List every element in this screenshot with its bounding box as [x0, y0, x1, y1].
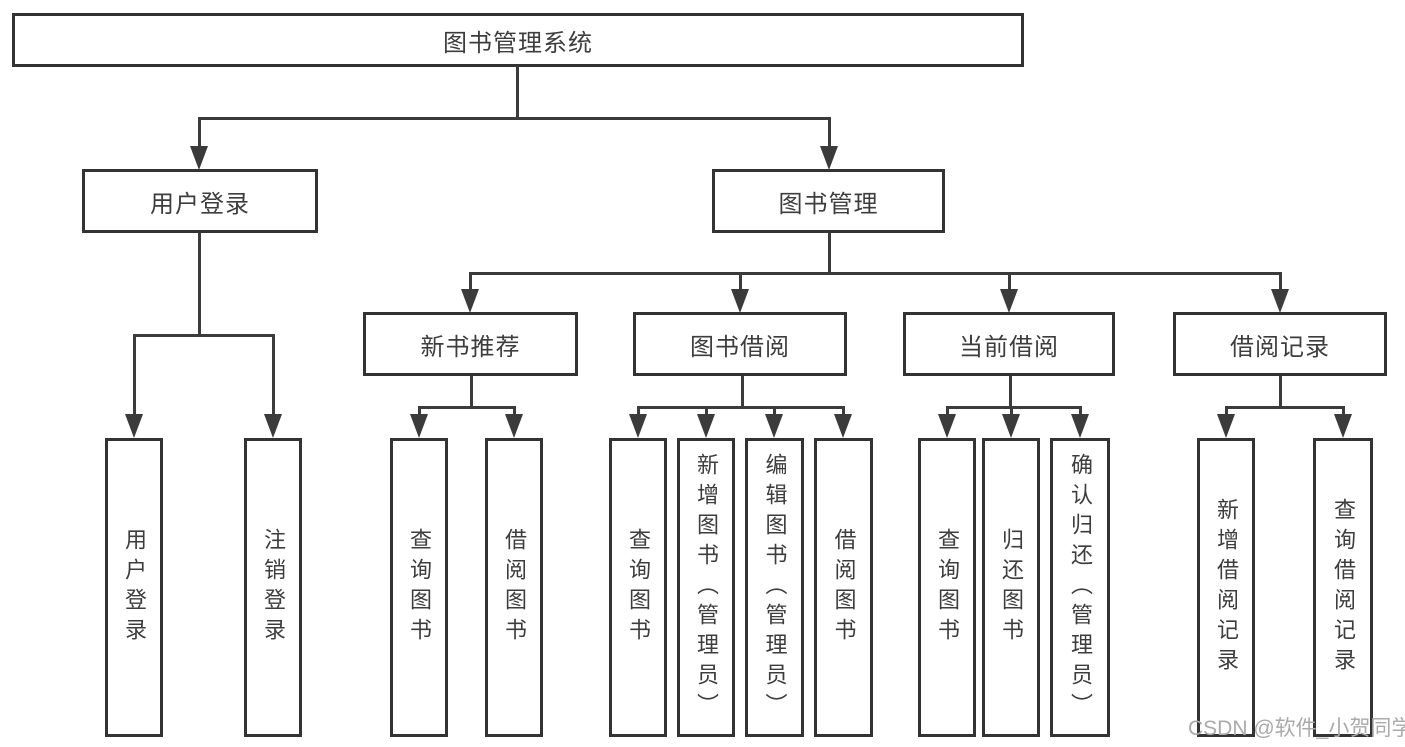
- node-records: 借阅记录: [1173, 312, 1387, 376]
- arrowhead-recommend: [461, 289, 479, 313]
- connector-drop-current: [1008, 272, 1011, 292]
- connector-drop-user-login: [133, 334, 136, 416]
- connector-drop-management: [828, 117, 831, 150]
- arrowhead-current: [1000, 289, 1018, 313]
- connector-recommend-branch: [418, 406, 516, 409]
- connector-level3-branch: [469, 272, 1282, 275]
- connector-drop-current-return: [1010, 406, 1013, 417]
- node-borrow: 图书借阅: [633, 312, 847, 376]
- arrowhead-records: [1271, 289, 1289, 313]
- connector-drop-records: [1279, 272, 1282, 292]
- connector-level2-branch: [198, 117, 831, 120]
- connector-drop-borrow-add: [705, 406, 708, 417]
- arrowhead-user-login: [125, 414, 143, 438]
- node-records-query: 查询借阅记录: [1313, 438, 1373, 737]
- node-current-confirm: 确认归还（管理员）: [1050, 438, 1110, 737]
- arrowhead-borrow-borrow: [834, 414, 852, 438]
- arrowhead-recommend-query: [410, 414, 428, 438]
- connector-drop-records-query: [1342, 406, 1345, 417]
- node-borrow-edit: 编辑图书（管理员）: [745, 438, 804, 737]
- connector-records-branch: [1225, 406, 1345, 409]
- connector-drop-borrow-edit: [773, 406, 776, 417]
- node-records-add: 新增借阅记录: [1197, 438, 1255, 737]
- connector-root-stem: [516, 66, 519, 119]
- arrowhead-recommend-borrow: [505, 414, 523, 438]
- node-recommend-borrow: 借阅图书: [485, 438, 543, 737]
- arrowhead-borrow-edit: [765, 414, 783, 438]
- arrowhead-login: [190, 146, 208, 170]
- csdn-watermark: CSDN @软件_小贺同学: [1188, 717, 1405, 740]
- arrowhead-borrow-query: [629, 414, 647, 438]
- connector-drop-current-query: [946, 406, 949, 417]
- connector-drop-current-confirm: [1079, 406, 1082, 417]
- connector-borrow-stem: [741, 376, 744, 408]
- arrowhead-borrow: [731, 289, 749, 313]
- arrowhead-records-add: [1217, 414, 1235, 438]
- node-current-return: 归还图书: [982, 438, 1040, 737]
- connector-recommend-stem: [470, 376, 473, 408]
- arrowhead-records-query: [1334, 414, 1352, 438]
- connector-drop-recommend: [469, 272, 472, 292]
- connector-login-stem: [198, 233, 201, 336]
- connector-current-stem: [1009, 376, 1012, 408]
- connector-drop-borrow-borrow: [842, 406, 845, 417]
- node-recommend: 新书推荐: [363, 312, 578, 376]
- node-borrow-borrow: 借阅图书: [814, 438, 873, 737]
- arrowhead-current-query: [938, 414, 956, 438]
- node-borrow-query: 查询图书: [609, 438, 667, 737]
- node-current-query: 查询图书: [918, 438, 976, 737]
- connector-drop-logout: [272, 334, 275, 416]
- node-management: 图书管理: [712, 169, 945, 233]
- connector-records-stem: [1279, 376, 1282, 408]
- node-logout: 注销登录: [244, 438, 302, 737]
- connector-login-branch: [133, 334, 275, 337]
- arrowhead-current-return: [1002, 414, 1020, 438]
- node-borrow-add: 新增图书（管理员）: [677, 438, 735, 737]
- connector-borrow-branch: [637, 406, 845, 409]
- arrowhead-borrow-add: [697, 414, 715, 438]
- node-current: 当前借阅: [903, 312, 1115, 376]
- node-root: 图书管理系统: [12, 13, 1024, 67]
- connector-drop-recommend-query: [418, 406, 421, 417]
- connector-drop-borrow-query: [637, 406, 640, 417]
- node-recommend-query: 查询图书: [390, 438, 448, 737]
- arrowhead-management: [820, 146, 838, 170]
- connector-management-stem: [828, 233, 831, 274]
- node-login: 用户登录: [82, 169, 318, 233]
- connector-drop-records-add: [1225, 406, 1228, 417]
- arrowhead-logout: [264, 414, 282, 438]
- connector-current-branch: [946, 406, 1082, 409]
- node-user-login: 用户登录: [105, 438, 163, 737]
- connector-drop-login: [198, 117, 201, 150]
- connector-drop-borrow: [739, 272, 742, 292]
- connector-drop-recommend-borrow: [513, 406, 516, 417]
- arrowhead-current-confirm: [1071, 414, 1089, 438]
